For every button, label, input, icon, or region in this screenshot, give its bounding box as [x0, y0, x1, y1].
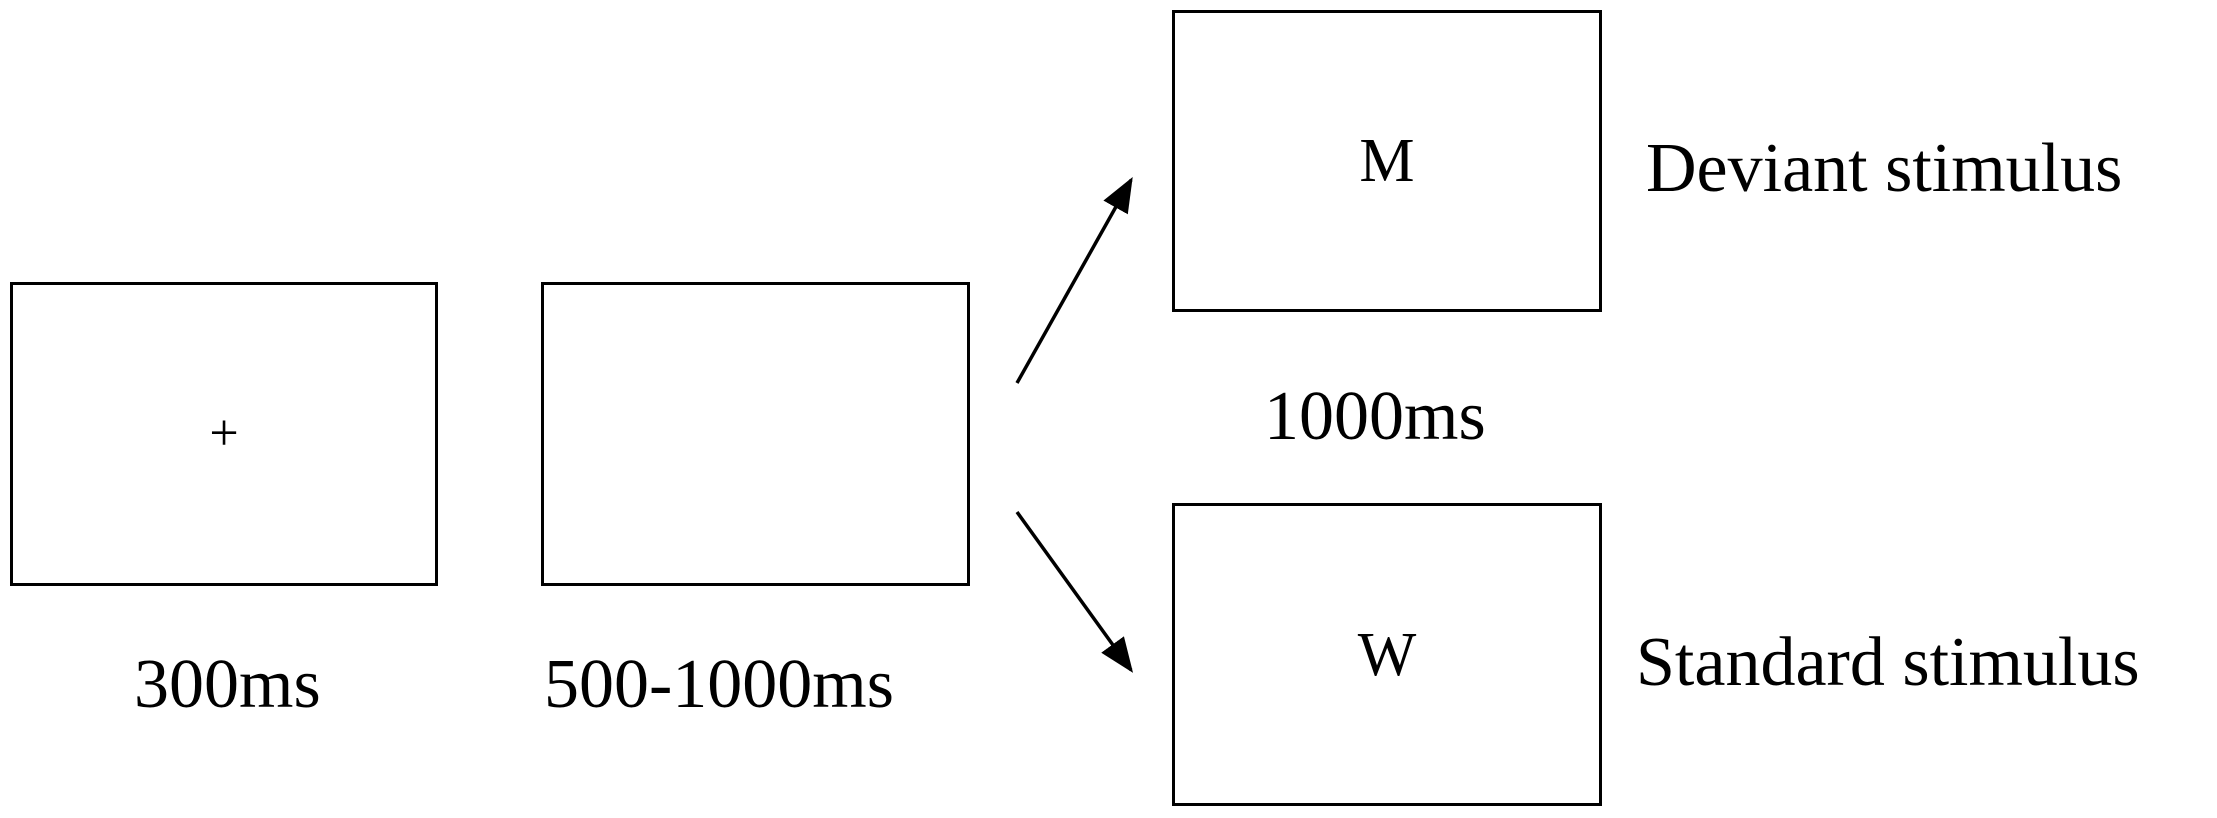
arrow-to-deviant [1015, 176, 1133, 384]
standard-letter: W [1357, 620, 1417, 689]
arrow-to-standard [1015, 510, 1134, 673]
deviant-letter: M [1359, 127, 1415, 195]
standard-stimulus-label: Standard stimulus [1636, 624, 2140, 701]
standard-stimulus-screen: W [1172, 503, 1602, 806]
blank-screen [541, 282, 970, 586]
fixation-duration-label: 300ms [134, 646, 321, 723]
blank-duration-label: 500-1000ms [544, 646, 894, 723]
fixation-screen: + [10, 282, 438, 586]
stimulus-duration-label: 1000ms [1264, 378, 1486, 455]
fixation-cross: + [209, 405, 239, 462]
deviant-stimulus-label: Deviant stimulus [1646, 130, 2123, 207]
deviant-stimulus-screen: M [1172, 10, 1602, 312]
